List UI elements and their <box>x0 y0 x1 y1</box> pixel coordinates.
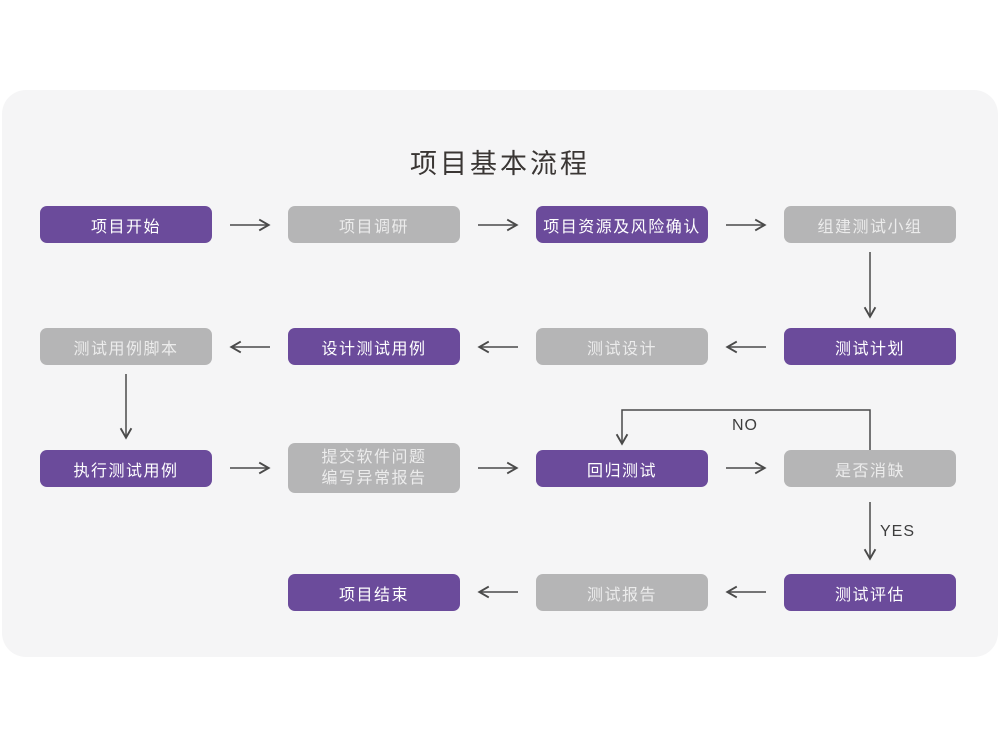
node-submit-issues-report: 提交软件问题 编写异常报告 <box>288 443 460 493</box>
node-test-plan: 测试计划 <box>784 328 956 365</box>
yes-branch-label: YES <box>880 523 916 540</box>
node-resource-risk-confirm: 项目资源及风险确认 <box>536 206 708 243</box>
node-execute-test-cases: 执行测试用例 <box>40 450 212 487</box>
node-project-start: 项目开始 <box>40 206 212 243</box>
no-branch-label: NO <box>732 417 758 434</box>
node-build-test-team: 组建测试小组 <box>784 206 956 243</box>
node-test-case-script: 测试用例脚本 <box>40 328 212 365</box>
node-test-evaluation: 测试评估 <box>784 574 956 611</box>
node-test-report: 测试报告 <box>536 574 708 611</box>
page-title: 项目基本流程 <box>410 149 590 179</box>
node-design-test-cases: 设计测试用例 <box>288 328 460 365</box>
node-regression-test: 回归测试 <box>536 450 708 487</box>
node-project-research: 项目调研 <box>288 206 460 243</box>
node-defect-cleared: 是否消缺 <box>784 450 956 487</box>
flowchart-card <box>2 90 998 657</box>
node-project-end: 项目结束 <box>288 574 460 611</box>
node-test-design: 测试设计 <box>536 328 708 365</box>
